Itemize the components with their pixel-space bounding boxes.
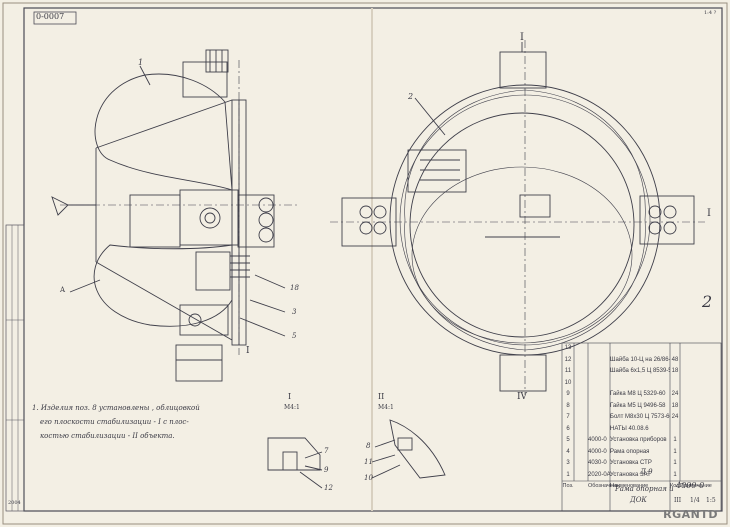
title-doc-code: 4000-0 xyxy=(676,481,705,490)
detail-label-12: 12 xyxy=(324,484,333,492)
center-block-left xyxy=(129,194,181,248)
right-side-device xyxy=(639,195,695,245)
title-misc-2: 1/4 xyxy=(690,497,700,504)
detail-two xyxy=(389,419,446,479)
center-nozzle-stack xyxy=(237,194,275,248)
label-pos-3: 3 xyxy=(292,308,297,316)
detail-label-9: 9 xyxy=(324,466,329,474)
table-row: 10 xyxy=(564,379,572,386)
bottom-block xyxy=(175,344,223,382)
left-antenna xyxy=(51,196,69,216)
title-misc-1: III xyxy=(674,497,682,504)
lobe-envelope xyxy=(404,89,646,351)
title-line-2: ДОК xyxy=(630,496,647,504)
label-pos-1: 1 xyxy=(138,58,144,67)
center-block-right xyxy=(179,189,239,246)
label-section-i: I xyxy=(246,346,250,356)
detail-label-8: 8 xyxy=(366,442,371,450)
detail-label-7: 7 xyxy=(324,447,329,455)
inner-sphere xyxy=(409,112,635,338)
watermark: RGANTD xyxy=(663,508,718,521)
note-line-3: костью стабилизации - II объекта. xyxy=(40,432,175,440)
upper-block xyxy=(182,61,228,98)
doc-number-box xyxy=(33,11,77,25)
detail-label-11: 11 xyxy=(364,458,373,466)
right-view xyxy=(330,40,705,395)
bottom-device xyxy=(499,354,547,392)
lower-bracket xyxy=(179,304,229,336)
doc-number: 0-0007 xyxy=(36,12,65,21)
table-header: Поз.ОбозначениеНаименованиеКол.Примечани… xyxy=(562,483,712,489)
note-line-2: его плоскости стабилизации - I с плос- xyxy=(40,418,189,426)
label-axis-iv: IV xyxy=(517,392,528,402)
label-axis-i-top: I xyxy=(520,32,524,43)
label-a: A xyxy=(60,286,66,294)
sheet-mark: 2 xyxy=(702,292,713,311)
detail-two-scale: M4:1 xyxy=(378,404,394,411)
left-view xyxy=(51,49,300,382)
lower-lobe xyxy=(93,244,233,327)
spec-table-grid xyxy=(561,342,722,512)
detail-label-10: 10 xyxy=(364,474,373,482)
label-pos-2: 2 xyxy=(408,92,414,101)
note-line-1: 1. Изделия поз. 8 установлены , облицовк… xyxy=(32,404,200,412)
title-sheet-count: Л.9 xyxy=(640,468,653,476)
top-device xyxy=(499,51,547,89)
title-misc-3: 1:5 xyxy=(706,497,716,504)
detail-one-title: I xyxy=(288,392,292,401)
side-stamp-frame xyxy=(5,224,25,512)
detail-one xyxy=(267,437,321,471)
detail-views xyxy=(267,419,446,489)
upper-lobe xyxy=(94,73,233,191)
instrument-box xyxy=(195,251,231,291)
label-pos-5: 5 xyxy=(292,332,297,340)
center-hole xyxy=(199,207,221,229)
stamp-mark: 2004 xyxy=(8,500,21,506)
table-row: 13 xyxy=(564,345,572,351)
upper-nozzles xyxy=(205,49,229,73)
label-axis-ii: II xyxy=(378,392,385,401)
label-axis-i-right: I xyxy=(707,208,711,219)
label-pos-18: 18 xyxy=(290,284,299,292)
detail-one-scale: M4:1 xyxy=(284,404,300,411)
title-line-1: Рама опорная и xyxy=(615,485,674,493)
center-mark xyxy=(519,194,551,218)
instrument-cluster xyxy=(407,149,467,193)
corner-mark: 1:4 ? xyxy=(704,10,717,16)
